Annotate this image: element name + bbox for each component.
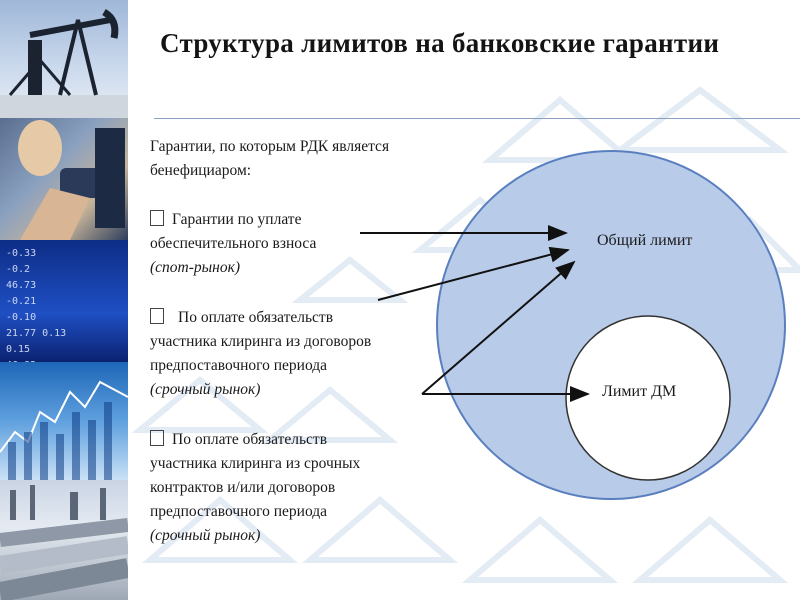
guarantee-item-2: По оплате обязательств участника клиринг… xyxy=(150,306,450,402)
guarantee-item-3: По оплате обязательств участника клиринг… xyxy=(150,428,450,548)
item-3-line-1: По оплате обязательств xyxy=(172,431,328,448)
item-2-market: (срочный рынок) xyxy=(150,381,261,398)
bullet-icon xyxy=(150,210,164,226)
item-1-market: (спот-рынок) xyxy=(150,259,240,276)
chart-photo xyxy=(0,362,128,480)
item-2-line-3: предпоставочного периода xyxy=(150,357,328,374)
guarantee-item-1: Гарантии по уплате обеспечительного взно… xyxy=(150,208,450,280)
item-1-line-1: Гарантии по уплате xyxy=(172,211,302,228)
bullet-icon xyxy=(150,308,164,324)
item-1-line-2: обеспечительного взноса xyxy=(150,235,317,252)
bullet-icon xyxy=(150,430,164,446)
intro-text: Гарантии, по которым РДК является бенефи… xyxy=(150,138,390,179)
pipeline-photo xyxy=(0,480,128,600)
item-3-line-4: предпоставочного периода xyxy=(150,503,328,520)
oil-pump-photo xyxy=(0,0,128,118)
item-3-line-2: участника клиринга из срочных xyxy=(150,455,361,472)
ticker-numbers: -0.33 -0.2 46.73 -0.21 -0.10 21.77 0.13 … xyxy=(6,248,67,362)
item-2-line-2: участника клиринга из договоров xyxy=(150,333,372,350)
photo-strip: -0.33 -0.2 46.73 -0.21 -0.10 21.77 0.13 … xyxy=(0,0,128,600)
item-2-line-1: По оплате обязательств xyxy=(178,309,334,326)
stock-ticker-photo: -0.33 -0.2 46.73 -0.21 -0.10 21.77 0.13 … xyxy=(0,240,128,362)
item-3-market: (срочный рынок) xyxy=(150,527,261,544)
dm-limit-label: Лимит ДМ xyxy=(602,383,677,400)
title-divider xyxy=(154,118,800,119)
slide-title: Структура лимитов на банковские гарантии xyxy=(160,28,720,58)
general-limit-label: Общий лимит xyxy=(597,232,693,249)
item-3-line-3: контрактов и/или договоров xyxy=(150,479,336,496)
fuel-pump-photo xyxy=(0,118,128,240)
